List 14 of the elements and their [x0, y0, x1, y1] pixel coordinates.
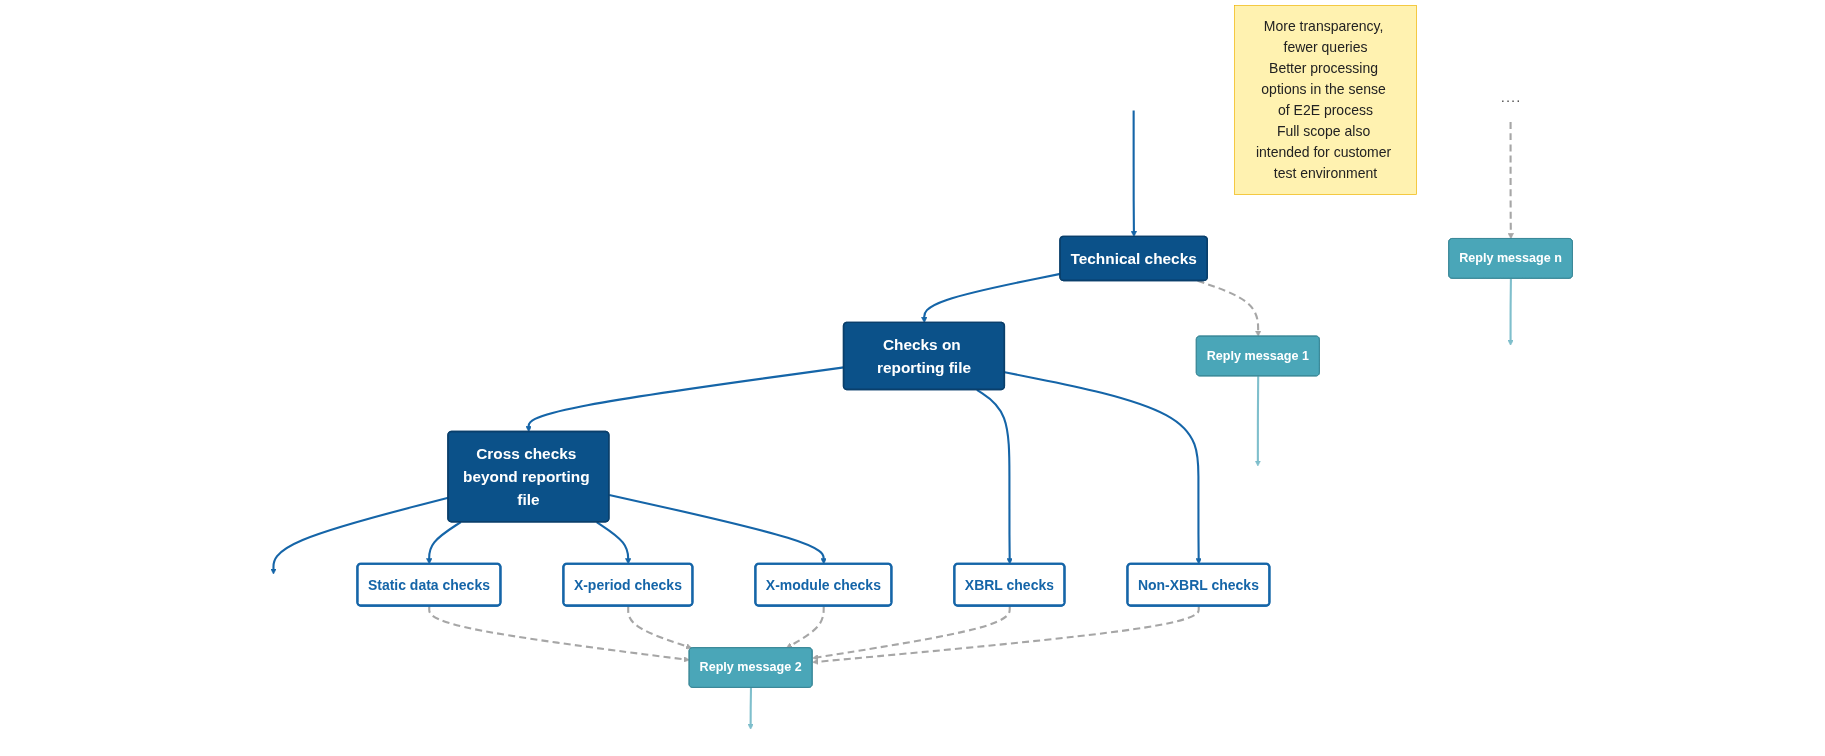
node-text: ···· — [1500, 91, 1521, 109]
arrow — [1130, 110, 1137, 237]
arrow — [627, 605, 693, 650]
arrow — [812, 605, 1200, 665]
arrow — [428, 605, 690, 663]
node-box: More transparency, fewer queries Better processing options in the sense of E2E process Full scope also intended for customer test environment — [1234, 5, 1417, 195]
arrow — [747, 687, 754, 730]
arrow — [1197, 279, 1262, 337]
arrow — [812, 605, 1011, 661]
arrow — [786, 605, 825, 649]
arrow — [1254, 376, 1261, 467]
arrow — [1507, 122, 1514, 240]
arrow — [921, 272, 1061, 324]
arrow — [1507, 278, 1514, 346]
